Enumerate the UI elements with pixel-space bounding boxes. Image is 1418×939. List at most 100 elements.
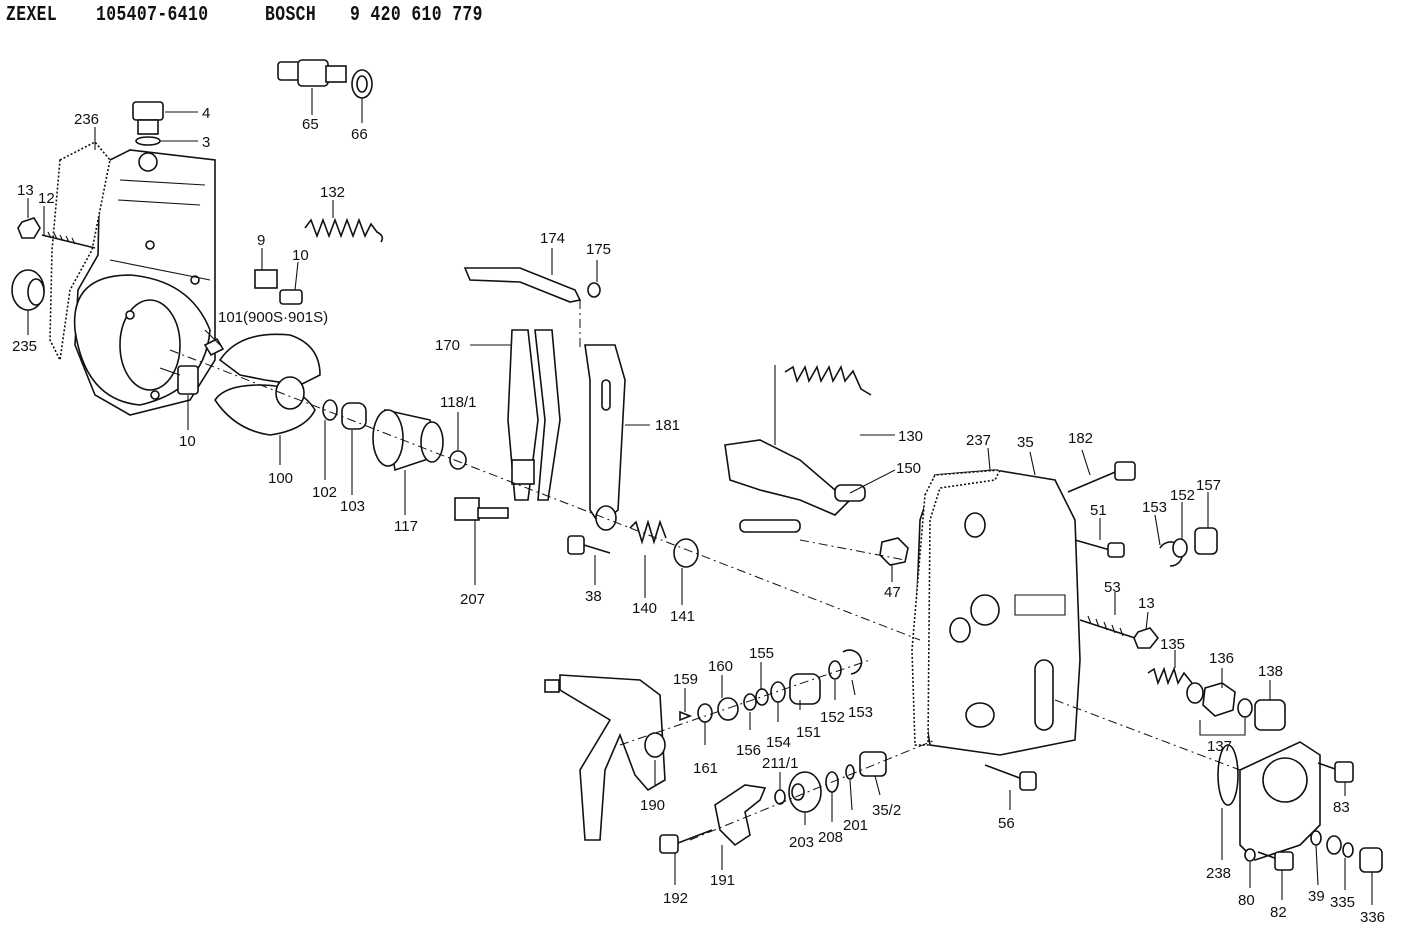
part-label: 13: [1138, 595, 1155, 612]
part-label: 51: [1090, 502, 1107, 519]
part-label: 157: [1196, 477, 1221, 494]
part-label: 10: [179, 433, 196, 450]
part-label: 335: [1330, 894, 1355, 911]
part-label: 56: [998, 815, 1015, 832]
pin-159: [679, 710, 693, 722]
washer-137: [1237, 698, 1253, 718]
part-label: 170: [435, 337, 460, 354]
part-label: 66: [351, 126, 368, 143]
part-label: 135: [1160, 636, 1185, 653]
lever-190: [544, 674, 666, 841]
part-label: 53: [1104, 579, 1121, 596]
part-label: 141: [670, 608, 695, 625]
nut-141: [673, 538, 699, 568]
washer-118-1: [449, 450, 467, 470]
part-label: 160: [708, 658, 733, 675]
assembly-axis-lower: [619, 659, 871, 746]
o-ring-201: [845, 764, 855, 780]
part-label: 181: [655, 417, 680, 434]
washer-80: [1244, 848, 1256, 862]
part-label: 208: [818, 829, 843, 846]
lever-150: [724, 439, 866, 533]
part-label: 4: [202, 105, 210, 122]
part-label: 12: [38, 190, 55, 207]
washer-155: [755, 688, 769, 706]
sleeve-117: [372, 408, 444, 472]
part-label: 182: [1068, 430, 1093, 447]
part-label: 138: [1258, 663, 1283, 680]
plug-35-2: [859, 751, 887, 777]
spring-130: [774, 364, 872, 445]
part-label: 101(900S·901S): [218, 309, 328, 326]
part-label: 152: [1170, 487, 1195, 504]
part-labels: 4 3 236 13 12 235 65 66 132 9 10 101(900…: [12, 105, 1385, 926]
o-ring-152-upper: [1172, 538, 1188, 558]
part-label: 13: [17, 182, 34, 199]
part-label: 236: [74, 111, 99, 128]
screw-10-upper: [279, 289, 303, 305]
ring-160: [717, 697, 739, 721]
flyweight-100: [214, 333, 321, 436]
ring-66: [351, 69, 373, 99]
sleeve-151: [789, 673, 821, 705]
spring-140: [629, 519, 667, 545]
part-label: 118/1: [440, 394, 476, 411]
part-label: 103: [340, 498, 365, 515]
assembly-axis-bottom: [689, 739, 936, 841]
part-label: 80: [1238, 892, 1255, 909]
part-label: 174: [540, 230, 565, 247]
washer-335b: [1342, 842, 1354, 858]
assembly-axis-right: [1054, 699, 1241, 771]
housing-gasket: [49, 140, 111, 363]
screw-192: [659, 829, 713, 854]
part-label: 190: [640, 797, 665, 814]
cap-138: [1254, 699, 1286, 731]
nut-13-right: [1133, 627, 1160, 649]
screw-82: [1257, 851, 1294, 871]
sleeve-103: [341, 402, 367, 430]
part-label: 3: [202, 134, 210, 151]
part-label: 137: [1207, 738, 1232, 755]
lever-181: [584, 344, 626, 531]
screw-53: [1079, 615, 1136, 639]
washer-102: [322, 399, 338, 421]
cover-gasket-237: [911, 469, 1002, 746]
part-label: 192: [663, 890, 688, 907]
part-label: 207: [460, 591, 485, 608]
bushing-235: [11, 269, 45, 311]
screw-10-lower: [159, 365, 199, 395]
part-label: 211/1: [762, 755, 798, 772]
part-label: 175: [586, 241, 611, 258]
screw-56: [984, 764, 1037, 791]
part-label: 38: [585, 588, 602, 605]
fitting-65: [277, 59, 347, 87]
nut-136: [1202, 682, 1236, 717]
assembly-axis-main: [169, 349, 921, 641]
part-label: 191: [710, 872, 735, 889]
lever-170: [507, 329, 561, 501]
plug-157: [1194, 527, 1218, 555]
part-label: 47: [884, 584, 901, 601]
bracket-191: [714, 784, 767, 847]
part-label: 153: [848, 704, 873, 721]
o-ring-238: [1217, 744, 1239, 806]
part-label: 159: [673, 671, 698, 688]
spring-132: [304, 217, 384, 243]
part-label: 154: [766, 734, 791, 751]
part-label: 140: [632, 600, 657, 617]
part-label: 235: [12, 338, 37, 355]
assembly-axis-lever: [799, 539, 906, 561]
o-ring-3: [135, 136, 161, 146]
part-label: 156: [736, 742, 761, 759]
governor-housing: [73, 149, 216, 416]
brand-header: ZEXEL: [6, 4, 58, 27]
cover-plate: [1239, 741, 1321, 861]
part-label: 65: [302, 116, 319, 133]
leader-lines: [27, 88, 1373, 905]
part-label: 152: [820, 709, 845, 726]
screw-83: [1317, 761, 1354, 783]
washer-136-1: [1186, 682, 1204, 704]
part-label: 153: [1142, 499, 1167, 516]
sleeve-203: [788, 771, 822, 813]
part-label: 132: [320, 184, 345, 201]
